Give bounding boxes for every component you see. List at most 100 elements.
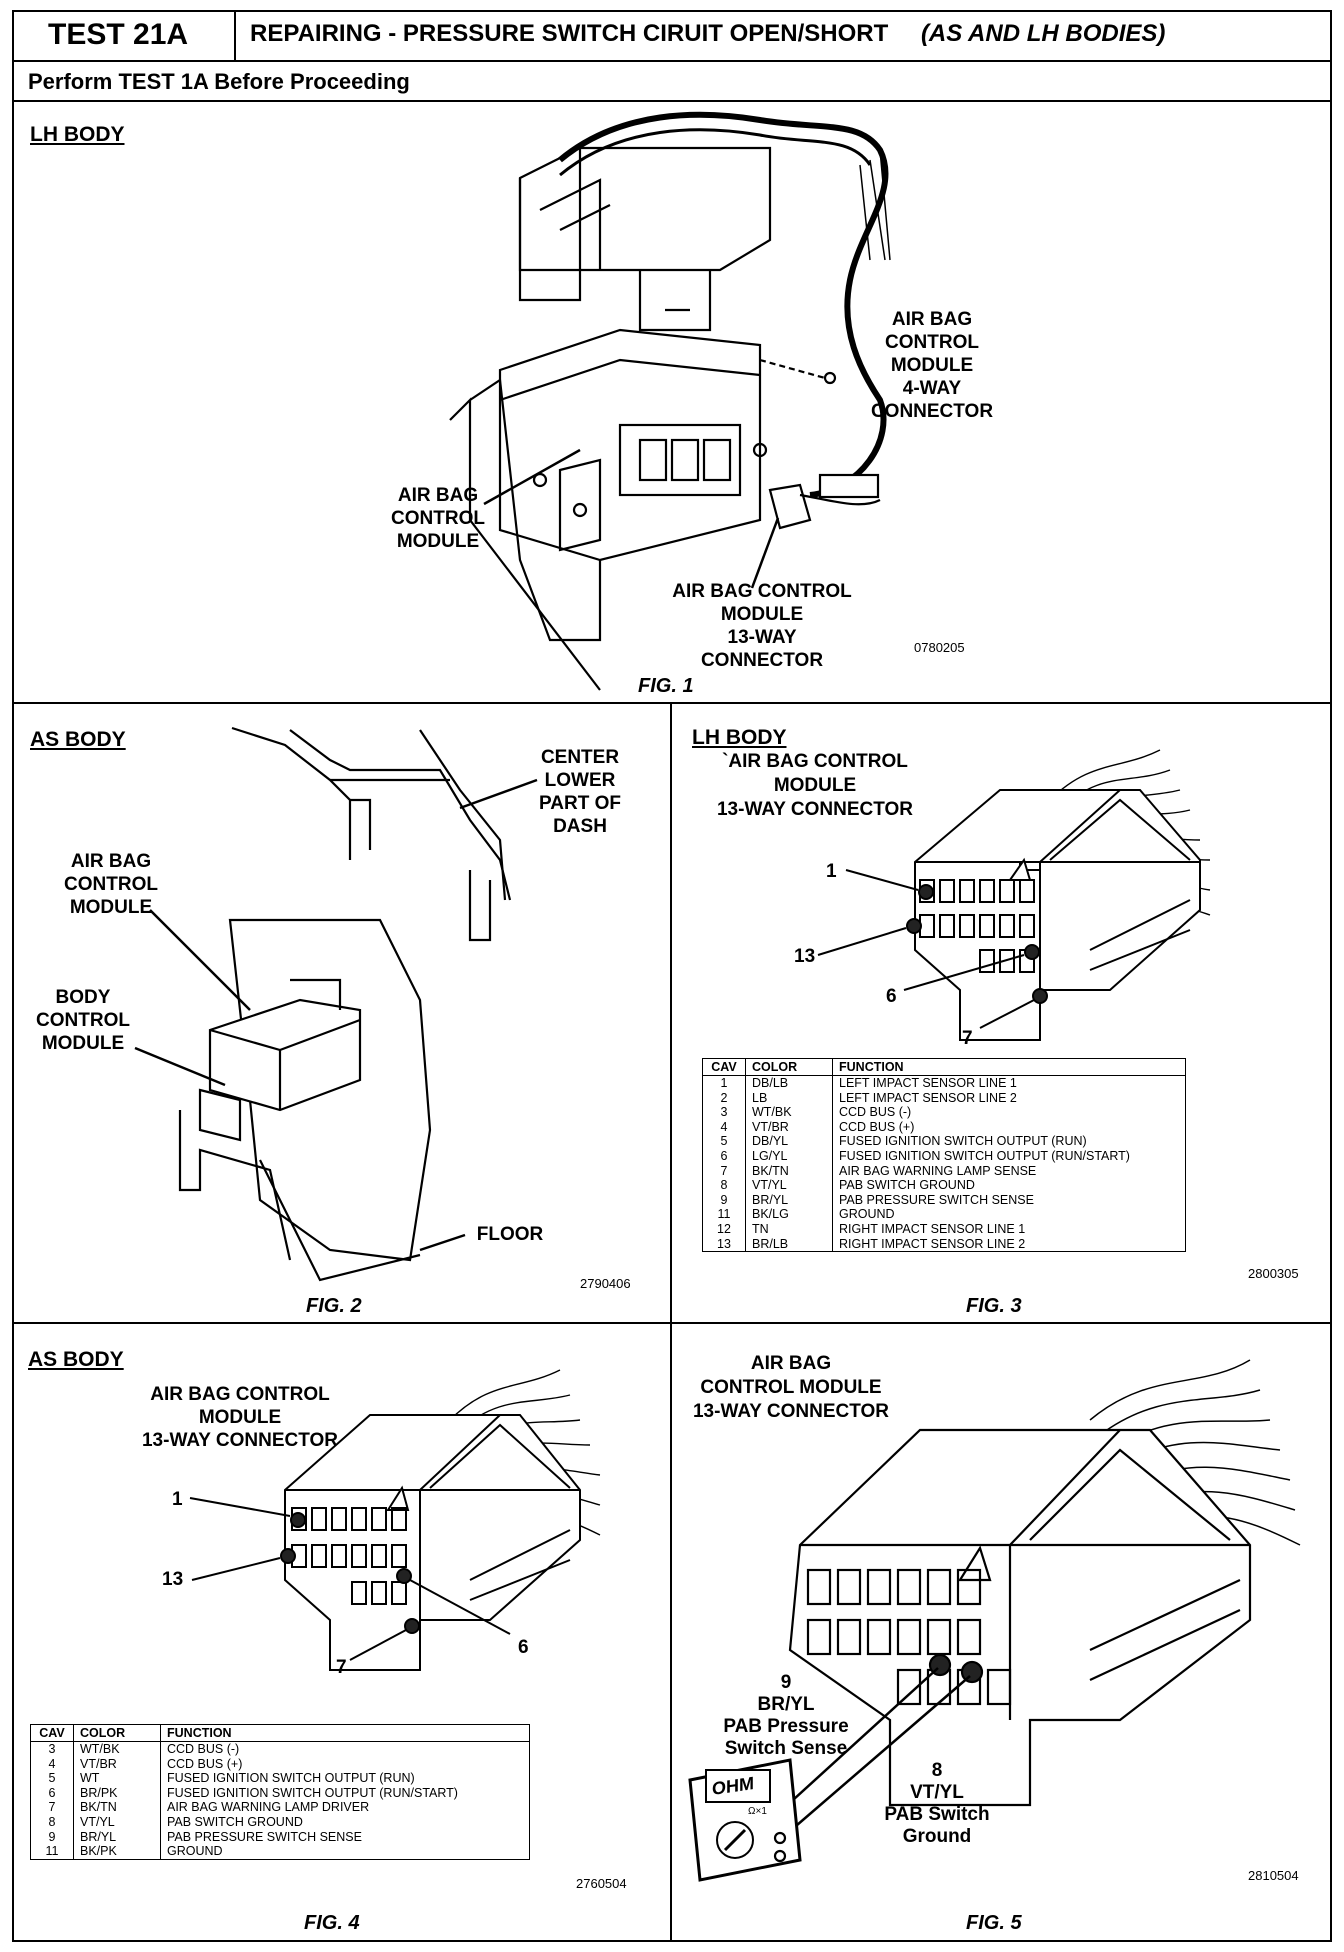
cav-cell: 11 [703,1207,746,1222]
function-cell: CCD BUS (+) [839,1119,915,1134]
fig3-pin-1: 1 [826,861,837,882]
fig3-title: `AIR BAG CONTROL MODULE 13-WAY CONNECTOR [716,751,914,820]
function-cell: FUSED IGNITION SWITCH OUTPUT (RUN) [167,1771,415,1786]
cav-cell: 3 [31,1741,74,1757]
fig1-callout-13way: AIR BAG CONTROL MODULE 13-WAY CONNECTOR [672,581,852,671]
fig4-pin-7: 7 [336,1657,347,1678]
cav-cell: 7 [703,1163,746,1179]
fig1-code: 0780205 [914,640,965,655]
fig1-callout-module: AIR BAG CONTROL MODULE [391,485,485,552]
color-cell: TN [745,1221,833,1237]
fig3-pin-6: 6 [886,986,897,1007]
function-cell: CCD BUS (+) [167,1756,243,1771]
title-text: REPAIRING - PRESSURE SWITCH CIRUIT OPEN/… [250,20,889,47]
fig2-callout-abcm: AIR BAG CONTROL MODULE [64,851,158,918]
color-cell: VT/BR [73,1756,161,1772]
fig5-pin9-label: 9 BR/YL PAB Pressure Switch Sense [723,1672,849,1759]
cav-cell: 4 [31,1756,74,1772]
fig4-code: 2760504 [576,1876,627,1891]
fig5-title: AIR BAG CONTROL MODULE 13-WAY CONNECTOR [692,1353,890,1422]
fig2-callout-dash: CENTER LOWER PART OF DASH [539,747,621,837]
fig3-th-color: COLOR [745,1059,833,1076]
cav-cell: 9 [703,1192,746,1208]
cav-cell: 6 [703,1148,746,1164]
cav-cell: 11 [31,1844,74,1859]
color-cell: BK/TN [73,1800,161,1815]
color-cell: BK/LG [745,1207,833,1222]
function-cell: FUSED IGNITION SWITCH OUTPUT (RUN) [839,1134,1087,1149]
fig3-caption: FIG. 3 [966,1295,1022,1317]
color-cell: LB [745,1090,833,1106]
fig3-body-label: LH BODY [692,726,787,749]
ohmmeter-range: Ω×1 [748,1806,767,1817]
cav-cell: 7 [31,1800,74,1815]
function-cell: FUSED IGNITION SWITCH OUTPUT (RUN/START) [839,1148,1130,1163]
fig4-th-function: FUNCTION [160,1725,529,1742]
color-cell: LG/YL [745,1148,833,1164]
function-cell: LEFT IMPACT SENSOR LINE 2 [839,1090,1017,1105]
cav-cell: 3 [703,1105,746,1120]
cav-cell: 13 [703,1236,746,1252]
fig5-cavities [806,1568,1012,1706]
cav-cell: 8 [31,1814,74,1830]
cav-cell: 6 [31,1785,74,1801]
color-cell: VT/YL [745,1178,833,1193]
title-bodies: (AS AND LH BODIES) [920,20,1166,47]
function-cell: CCD BUS (-) [167,1742,240,1756]
fig3-pin-7: 7 [962,1028,973,1049]
function-cell: AIR BAG WARNING LAMP SENSE [839,1163,1037,1178]
fig4-th-cav: CAV [31,1725,74,1742]
color-cell: WT [73,1771,161,1786]
fig2-callout-floor: FLOOR [476,1224,544,1245]
function-cell: FUSED IGNITION SWITCH OUTPUT (RUN/START) [167,1785,458,1800]
function-cell: RIGHT IMPACT SENSOR LINE 2 [839,1236,1026,1251]
fig3-pin-13: 13 [794,946,816,967]
cav-cell: 1 [703,1075,746,1091]
fig1-body-label: LH BODY [30,123,125,146]
fig3-code: 2800305 [1248,1266,1299,1281]
function-cell: PAB SWITCH GROUND [839,1178,975,1193]
color-cell: WT/BK [745,1105,833,1120]
test-id: TEST 21A [48,18,189,51]
function-cell: PAB SWITCH GROUND [167,1814,303,1829]
fig4-caption: FIG. 4 [304,1912,360,1934]
fig1-callout-4way: AIR BAG CONTROL MODULE 4-WAY CONNECTOR [870,309,994,422]
function-cell: LEFT IMPACT SENSOR LINE 1 [839,1076,1017,1090]
color-cell: BR/PK [73,1785,161,1801]
fig5-caption: FIG. 5 [966,1912,1022,1934]
fig4-pin-1: 1 [172,1489,183,1510]
fig4-pin-6: 6 [518,1637,529,1658]
color-cell: DB/LB [745,1075,833,1091]
cav-cell: 8 [703,1178,746,1193]
function-cell: PAB PRESSURE SWITCH SENSE [167,1829,362,1844]
color-cell: WT/BK [73,1741,161,1757]
fig4-title: AIR BAG CONTROL MODULE 13-WAY CONNECTOR [141,1384,339,1451]
fig2-code: 2790406 [580,1276,631,1291]
fig3-th-cav: CAV [703,1059,746,1076]
cav-cell: 4 [703,1119,746,1135]
cav-cell: 5 [31,1771,74,1786]
cav-cell: 5 [703,1134,746,1149]
fig5-code: 2810504 [1248,1868,1299,1883]
